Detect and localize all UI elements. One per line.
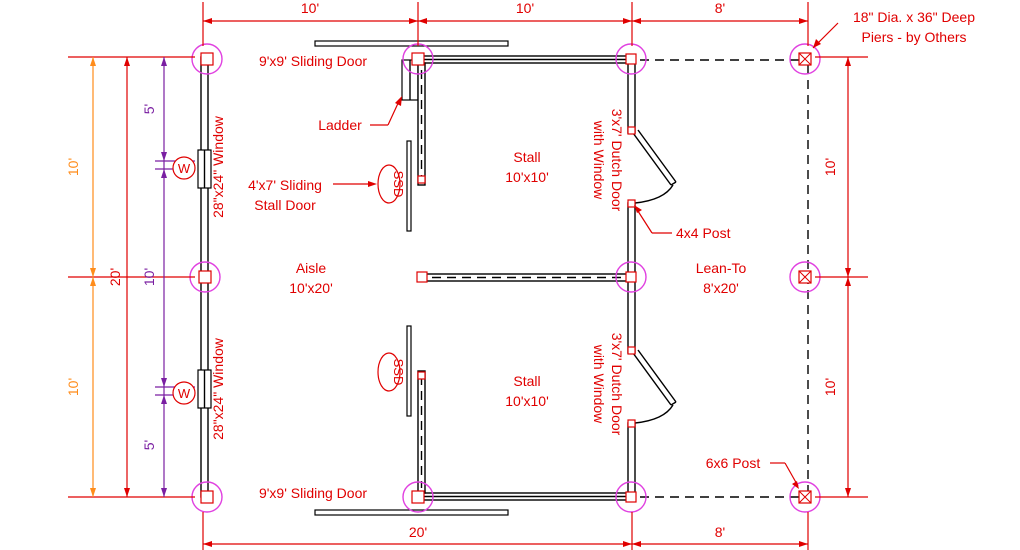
piers-note-line2: Piers - by Others: [861, 29, 966, 45]
dutch-door-top-line2: with Window: [591, 120, 607, 200]
leader-6x6-arrow: [792, 481, 799, 489]
post: [411, 490, 425, 504]
dimension-labels: 10' 10' 8' 20' 8' 10' 10' 20' 10' 5' 5' …: [65, 0, 838, 540]
ssd-text-bottom: SSD: [391, 359, 406, 386]
dim-text-right-top: 10': [822, 158, 838, 176]
dutch-door-top-leaf-a: [632, 132, 672, 186]
stall-top-size: 10'x10': [505, 169, 549, 185]
pier-circle: [615, 43, 647, 75]
sliding-door-top-label: 9'x9' Sliding Door: [259, 53, 367, 69]
dim-text-orange-top: 10': [65, 158, 81, 176]
dutch-door-top-leaf-end: [670, 181, 677, 186]
lean-to-post-x: [798, 490, 812, 504]
dutch-door-bottom-leaf-b: [637, 349, 677, 403]
ladder-label: Ladder: [318, 117, 362, 133]
dimension-lines: [68, 2, 868, 550]
ssd-oval-bottom: [377, 352, 401, 392]
aisle-size: 10'x20': [289, 280, 333, 296]
dim-text-purple-bottom: 5': [141, 440, 157, 450]
stall-door-bottom-panel: [406, 325, 412, 417]
window-top-label: 28"x24" Window: [210, 115, 226, 218]
water-symbols: W W: [172, 156, 196, 405]
water-symbol-top-letter: W: [178, 161, 191, 176]
sliding-door-bottom-label: 9'x9' Sliding Door: [259, 485, 367, 501]
stall-door-label-line2: Stall Door: [254, 197, 316, 213]
dutch-door-bottom-leaf-end: [670, 401, 677, 406]
dim-text-bottom-right: 8': [715, 524, 725, 540]
dim-text-purple-mid: 10': [141, 268, 157, 286]
stall-door-top-panel: [406, 140, 412, 232]
post-small: [627, 199, 636, 208]
post-small: [627, 126, 636, 135]
dim-text-purple-top: 5': [141, 104, 157, 114]
post-small: [417, 371, 426, 380]
stall-top-name: Stall: [513, 149, 540, 165]
aisle-name: Aisle: [296, 260, 327, 276]
ssd-symbols: SSD SSD: [377, 164, 406, 392]
leader-stall-door-arrow: [368, 181, 377, 187]
stall-bottom-name: Stall: [513, 373, 540, 389]
post-4x4-label: 4x4 Post: [676, 225, 731, 241]
pier-circle: [191, 43, 223, 75]
leaders: [333, 22, 839, 489]
window-bottom-label: 28"x24" Window: [210, 337, 226, 440]
pier-circle: [615, 261, 647, 293]
water-symbol-bottom-letter: W: [178, 386, 191, 401]
piers: [189, 43, 821, 513]
post: [625, 491, 637, 503]
leader-4x4-arrow: [634, 205, 642, 213]
stall-bottom-size: 10'x10': [505, 393, 549, 409]
labels: 18" Dia. x 36" Deep Piers - by Others 9'…: [210, 9, 975, 501]
leader-piers-arrow: [813, 39, 821, 48]
lean-to-post-x: [798, 270, 812, 284]
post: [625, 271, 637, 283]
dutch-door-top-line1: 3'x7' Dutch Door: [609, 109, 625, 212]
post: [200, 52, 214, 66]
post-small: [627, 419, 636, 428]
ssd-oval-top: [377, 164, 401, 204]
stall-door-label-line1: 4'x7' Sliding: [248, 177, 322, 193]
pier-circle: [789, 43, 821, 75]
dim-text-red-total: 20': [107, 268, 123, 286]
water-symbol-bottom: [172, 381, 196, 405]
walls: [197, 40, 809, 516]
pier-circle: [402, 481, 434, 513]
dim-text-orange-bottom: 10': [65, 378, 81, 396]
post: [200, 490, 214, 504]
post-6x6-label: 6x6 Post: [706, 455, 761, 471]
dim-arrows-right: [845, 57, 851, 497]
post-small: [627, 346, 636, 355]
ssd-text-top: SSD: [391, 171, 406, 198]
dim-text-top-middle: 10': [516, 0, 534, 16]
dutch-door-bottom-line2: with Window: [591, 344, 607, 424]
water-symbol-top: [172, 156, 196, 180]
dutch-door-bottom-line1: 3'x7' Dutch Door: [609, 333, 625, 436]
dutch-door-bottom-swing: [634, 404, 674, 424]
dutch-door-top-swing: [634, 184, 674, 204]
post: [411, 52, 425, 66]
pier-circle: [615, 481, 647, 513]
posts: [198, 52, 812, 504]
lean-to-size: 8'x20': [703, 280, 739, 296]
post: [198, 270, 212, 284]
piers-note-line1: 18" Dia. x 36" Deep: [853, 9, 975, 25]
dim-text-right-bottom: 10': [822, 378, 838, 396]
dim-text-top-left: 10': [301, 0, 319, 16]
dutch-door-bottom-leaf-a: [632, 352, 672, 406]
leader-ladder-arrow: [395, 96, 402, 106]
dim-text-bottom-middle: 20': [409, 524, 427, 540]
leader-4x4-2: [635, 207, 653, 234]
dim-text-top-right: 8': [715, 0, 725, 16]
post-small: [417, 175, 426, 184]
post: [625, 53, 637, 65]
lean-to-name: Lean-To: [696, 260, 747, 276]
dim-arrows-orange: [90, 57, 96, 497]
lean-to-post-x: [798, 52, 812, 66]
post: [416, 271, 428, 283]
dutch-door-top-leaf-b: [637, 129, 677, 183]
